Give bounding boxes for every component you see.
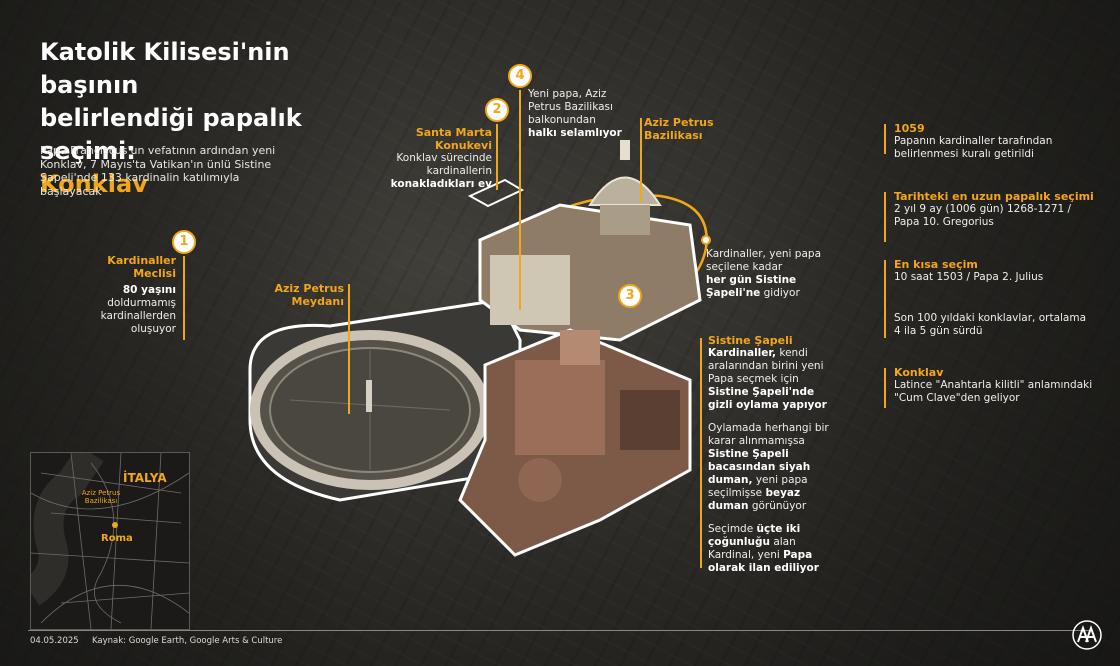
inset-map: İTALYA Aziz Petrus Bazilikası Roma: [30, 452, 190, 630]
callout-2-label: Santa Marta Konukevi: [415, 126, 492, 152]
bazilika-label: Aziz Petrus Bazilikası: [644, 116, 714, 142]
fact-bar-1: [884, 124, 886, 154]
kardinaller-text-2: gidiyor: [763, 287, 800, 299]
kardinaller-bold: her gün Sistine Şapeli'ne: [706, 274, 797, 299]
sistine-p2-text: Oylamada herhangi bir karar alınmamışsa: [708, 422, 829, 447]
sistine-p3-bold-2: Papa olarak ilan ediliyor: [708, 549, 819, 574]
fact-3-body: 10 saat 1503 / Papa 2. Julius: [894, 271, 1044, 283]
fact-3-head: En kısa seçim: [894, 258, 978, 271]
sistine-p1-bold-2: Sistine Şapeli'nde gizli oylama yapıyor: [708, 386, 827, 411]
fact-3: En kısa seçim 10 saat 1503 / Papa 2. Jul…: [894, 258, 1094, 284]
footer-divider: [28, 630, 1092, 631]
callout-1-line: [183, 256, 185, 340]
sistine-palace: [458, 328, 692, 557]
sistine-panel: Sistine Şapeli Kardinaller, kendi aralar…: [708, 334, 830, 575]
map-country: İTALYA: [123, 471, 167, 485]
fact-2-body: 2 yıl 9 ay (1006 gün) 1268-1271 / Papa 1…: [894, 203, 1072, 228]
footer-date: 04.05.2025: [30, 636, 79, 646]
callout-4: Yeni papa, Aziz Petrus Bazilikası balkon…: [528, 88, 628, 140]
sistine-label: Sistine Şapeli: [708, 334, 793, 347]
sistine-p1-bold: Kardinaller,: [708, 347, 777, 359]
callout-4-bold: halkı selamlıyor: [528, 127, 622, 139]
fact-5-body: Latince "Anahtarla kilitli" anlamındaki …: [894, 379, 1093, 404]
callout-1: Kardinaller Meclisi 80 yaşını doldurmamı…: [80, 254, 176, 336]
basilica: [478, 140, 702, 342]
kardinaller-note: Kardinaller, yeni papa seçilene kadar he…: [706, 248, 826, 300]
map-place: Aziz Petrus Bazilikası: [81, 489, 121, 505]
callout-4-line: [519, 90, 521, 310]
road-network: [31, 453, 189, 629]
callout-2-bold: konakladıkları ev: [390, 178, 492, 190]
fact-2: Tarihteki en uzun papalık seçimi 2 yıl 9…: [894, 190, 1094, 229]
sistine-p2-bold-2: beyaz duman: [708, 487, 801, 512]
sistine-p3-bold: üçte iki çoğunluğu: [708, 523, 801, 548]
fact-bar-2: [884, 192, 886, 242]
callout-number-2: 2: [485, 98, 509, 122]
fact-5-head: Konklav: [894, 366, 944, 379]
bazilika-line: [640, 118, 642, 202]
sistine-p2-text-2: yeni papa seçilmişse: [708, 474, 808, 499]
footer-source: Kaynak: Google Earth, Google Arts & Cult…: [92, 636, 283, 646]
headline-line-1: Katolik Kilisesi'nin başının: [40, 38, 290, 99]
fact-1-head: 1059: [894, 122, 925, 135]
callout-1-text: doldurmamış kardinallerden oluşuyor: [100, 297, 176, 335]
callout-number-1: 1: [172, 230, 196, 254]
fact-2-head: Tarihteki en uzun papalık seçimi: [894, 190, 1094, 203]
fact-1-body: Papanın kardinaller tarafından belirlenm…: [894, 135, 1053, 160]
sistine-p2-bold: Sistine Şapeli bacasından siyah duman,: [708, 448, 811, 486]
intro-paragraph: Papa Franciscus'un vefatının ardından ye…: [40, 144, 276, 198]
callout-2: Santa Marta Konukevi Konklav sürecinde k…: [362, 126, 492, 191]
sistine-p3-text: Seçimde: [708, 523, 754, 535]
sistine-p2-text-3: görünüyor: [751, 500, 807, 512]
meydan-label: Aziz Petrus Meydanı: [274, 282, 344, 308]
fact-bar-5: [884, 368, 886, 408]
callout-1-bold: 80 yaşını: [122, 284, 176, 296]
kardinaller-text: Kardinaller, yeni papa seçilene kadar: [706, 248, 822, 273]
map-city: Roma: [101, 533, 133, 544]
headline-accent: Konklav: [40, 170, 148, 198]
callout-3-line: [700, 338, 702, 568]
fact-1: 1059 Papanın kardinaller tarafından beli…: [894, 122, 1094, 161]
sistine-p1-text: kendi aralarından birini yeni Papa seçme…: [708, 347, 824, 385]
callout-1-label: Kardinaller Meclisi: [107, 254, 176, 280]
fact-4: Son 100 yıldaki konklavlar, ortalama 4 i…: [894, 312, 1094, 338]
headline: Katolik Kilisesi'nin başının belirlendiğ…: [40, 36, 380, 201]
callout-number-3: 3: [618, 284, 642, 308]
fact-bar-3: [884, 260, 886, 338]
fact-4-body: Son 100 yıldaki konklavlar, ortalama 4 i…: [894, 312, 1087, 337]
santa-marta-outline: [467, 178, 525, 208]
callout-4-text: Yeni papa, Aziz Petrus Bazilikası balkon…: [528, 88, 613, 126]
callout-number-4: 4: [508, 64, 532, 88]
sistine-p3-text-2: alan Kardinal, yeni: [708, 536, 796, 561]
meydan-line: [348, 284, 350, 414]
callout-2-line: [496, 124, 498, 190]
headline-line-2: belirlendiği papalık seçimi:: [40, 104, 302, 165]
callout-2-text: Konklav sürecinde kardinallerin: [396, 152, 492, 177]
aa-logo: [1072, 620, 1102, 650]
fact-5: Konklav Latince "Anahtarla kilitli" anla…: [894, 366, 1094, 405]
colonnade: [248, 298, 522, 502]
